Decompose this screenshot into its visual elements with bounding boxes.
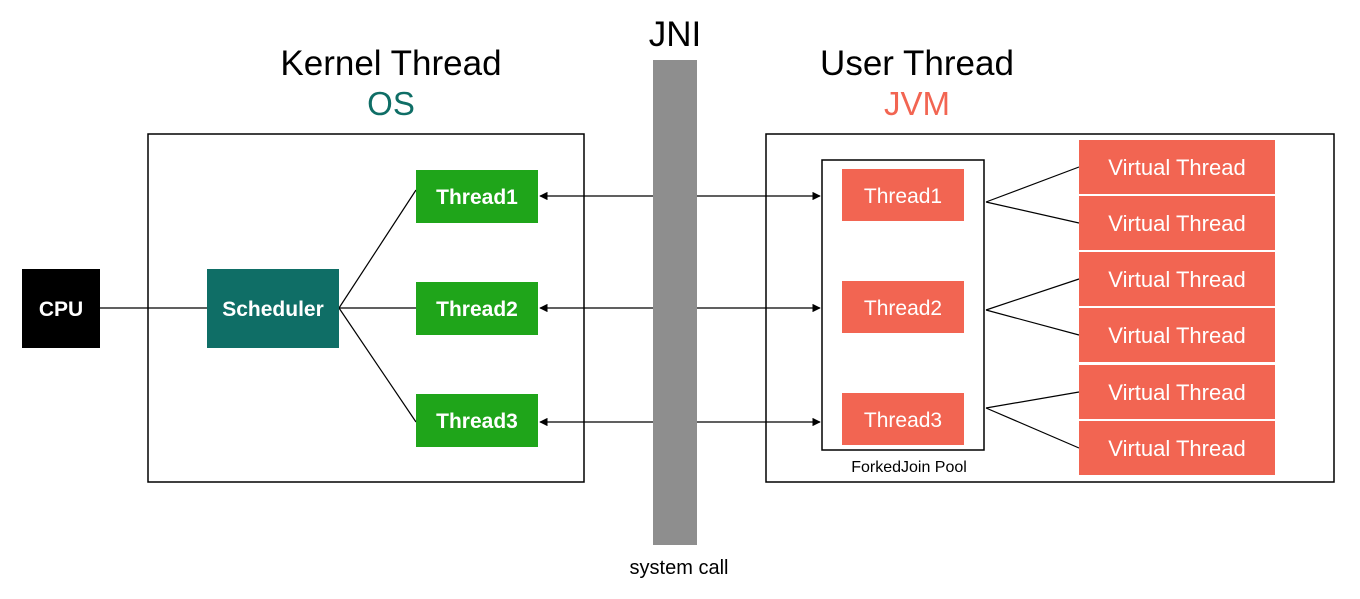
kernel-thread3-box <box>416 394 538 447</box>
scheduler-label: Scheduler <box>222 298 324 321</box>
user-title: User Thread <box>820 44 1014 83</box>
virtual-thread-3-label: Virtual Thread <box>1108 267 1245 292</box>
jvm-thread2-vt4-line <box>985 309 1080 336</box>
os-subtitle: OS <box>367 85 415 122</box>
kernel-thread2-box <box>416 282 538 335</box>
scheduler-thread3-line <box>338 307 417 423</box>
virtual-thread-6-label: Virtual Thread <box>1108 436 1245 461</box>
virtual-thread-6-box <box>1079 421 1275 475</box>
jni-bar <box>653 60 697 545</box>
jvm-thread2-label: Thread2 <box>864 297 942 320</box>
kernel-thread1-box <box>416 170 538 223</box>
jvm-thread1-label: Thread1 <box>864 185 942 208</box>
kernel-title: Kernel Thread <box>280 44 501 83</box>
virtual-thread-4-box <box>1079 308 1275 362</box>
jvm-thread1-vt2-line <box>985 201 1080 224</box>
virtual-thread-5-label: Virtual Thread <box>1108 380 1245 405</box>
virtual-thread-1-label: Virtual Thread <box>1108 155 1245 180</box>
jvm-thread3-vt6-line <box>985 407 1080 449</box>
virtual-thread-2-box <box>1079 196 1275 250</box>
kernel-thread2-label: Thread2 <box>436 298 518 321</box>
kernel-thread3-label: Thread3 <box>436 410 518 433</box>
jvm-thread3-label: Thread3 <box>864 409 942 432</box>
cpu-box <box>22 269 100 348</box>
forkjoin-pool-box <box>821 159 985 451</box>
jvm-thread2-vt3-line <box>985 278 1080 311</box>
jvm-thread1-box <box>842 169 964 221</box>
system-call-caption: system call <box>630 557 729 579</box>
virtual-thread-1-box <box>1079 140 1275 194</box>
scheduler-box <box>207 269 339 348</box>
jvm-subtitle: JVM <box>884 85 950 122</box>
jvm-thread3-box <box>842 393 964 445</box>
cpu-label: CPU <box>39 298 83 321</box>
forkjoin-pool-label: ForkedJoin Pool <box>851 459 967 476</box>
virtual-thread-4-label: Virtual Thread <box>1108 323 1245 348</box>
virtual-thread-5-box <box>1079 365 1275 419</box>
jvm-thread2-box <box>842 281 964 333</box>
kernel-thread1-label: Thread1 <box>436 186 518 209</box>
virtual-thread-2-label: Virtual Thread <box>1108 211 1245 236</box>
jni-label: JNI <box>649 15 702 54</box>
jvm-thread3-vt5-line <box>985 391 1080 409</box>
jvm-thread1-vt1-line <box>985 166 1080 203</box>
scheduler-thread1-line <box>338 189 417 309</box>
virtual-thread-3-box <box>1079 252 1275 306</box>
